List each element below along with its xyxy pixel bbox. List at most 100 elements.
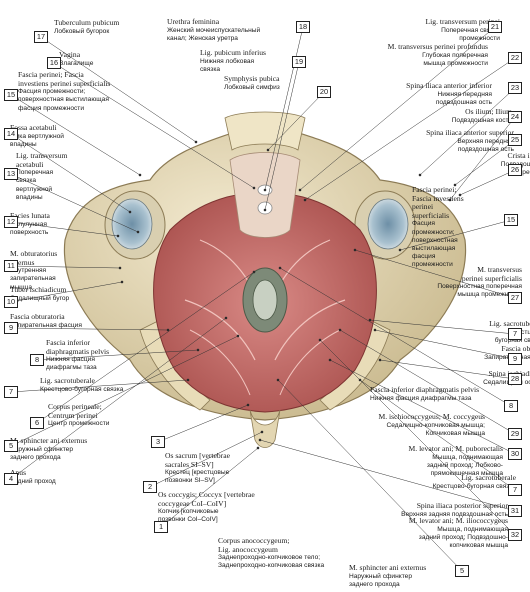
label-latin: sacrales SI–SV] [165, 459, 214, 469]
label-number-box: 6 [30, 417, 44, 429]
label-russian: Ямка вертлужной [10, 132, 64, 140]
label-russian: бугорная связка [494, 336, 530, 344]
label-latin: Spina iliaca anterior inferior [406, 81, 492, 90]
label-number-box: 5 [455, 565, 469, 577]
label-number-box: 15 [504, 214, 518, 226]
label-russian: подвздошная ость [457, 145, 514, 153]
leader-dot [318, 338, 322, 342]
label-latin: Fascia investiens [412, 193, 464, 203]
label-latin: perinei [412, 202, 434, 212]
label-russian: Копчиковая мышца [425, 429, 485, 437]
label-number-box: 31 [508, 505, 522, 517]
label-number-box: 4 [4, 473, 18, 485]
label-russian: поверхностная выстилающая [18, 96, 109, 104]
label-russian: позвонки SI–SV] [165, 477, 215, 485]
label-latin: M. obturatorius [10, 249, 58, 258]
label-russian: Крестцово-бугорная связка [40, 385, 124, 393]
leader-line [419, 87, 516, 176]
label-latin: Os coccygis; Coccyx [vertebrae [158, 490, 255, 499]
label-number-box: 5 [4, 440, 18, 452]
label-latin: Centrum perinei [48, 410, 98, 420]
leader-dot [224, 316, 228, 320]
label-number-box: 24 [508, 111, 522, 123]
label-number-box: 1 [154, 521, 168, 533]
label-number-box: 32 [508, 529, 522, 541]
label-russian: Нижняя фасция [46, 356, 95, 364]
label-number-box: 9 [508, 353, 522, 365]
label-russian: выстилающая [412, 244, 456, 252]
leader-line [354, 249, 516, 299]
leader-dot [118, 266, 122, 270]
leader-dot [263, 208, 267, 212]
label-latin: investiens perinei superficialis [18, 78, 111, 88]
label-number-box: 10 [4, 296, 18, 308]
label-russian: Нижняя лобковая [200, 57, 255, 65]
label-latin: perinei superficialis [461, 273, 522, 283]
label-russian: Лобковый бугорок [54, 27, 110, 35]
label-latin: Fascia inferior diaphragmatis pelvis [370, 385, 480, 394]
label-number-box: 13 [4, 168, 18, 180]
label-latin: Fascia obturatoria [10, 312, 65, 321]
label-russian: Заднепроходно-копчиковая связка [218, 562, 325, 570]
label-latin: Symphysis pubica [224, 74, 280, 83]
leader-line [359, 379, 516, 491]
label-number-box: 9 [4, 322, 18, 334]
label-russian: Фасция [412, 220, 436, 228]
label-russian: Внутренняя [10, 267, 47, 275]
leader-line [449, 116, 516, 201]
label-russian: Седалищно-копчиковая мышца; [386, 421, 485, 429]
label-latin: Lig. transversum perinei [425, 17, 500, 26]
label-latin: Fascia perinei; Fascia [18, 70, 84, 79]
label-number-box: 25 [508, 134, 522, 146]
leader-dot [418, 173, 422, 177]
leader-line [379, 359, 516, 380]
label-russian: впадины [16, 193, 43, 201]
label-russian: промежности [412, 261, 453, 269]
leader-line [339, 329, 516, 435]
label-number-box: 7 [508, 328, 522, 340]
leader-dot [398, 248, 402, 252]
label-latin: Tuber ischiadicum [10, 285, 67, 294]
label-russian: мышца промежности [457, 291, 522, 299]
label-latin: Facies lunata [10, 211, 50, 220]
label-russian: фасция [412, 253, 436, 261]
leader-line [36, 349, 199, 361]
label-latin: Fascia obturatoria [501, 344, 530, 353]
label-russian: Верхняя передняя [457, 137, 514, 145]
label-latin: M. transversus perinei profundus [387, 42, 488, 51]
label-latin: diaphragmatis pelvis [46, 346, 110, 356]
label-russian: Запирательная фасция [484, 354, 530, 362]
label-latin: coccygeae CoI–CoIV] [158, 498, 227, 508]
coccyx [249, 409, 281, 448]
label-number-box: 16 [47, 57, 61, 69]
label-number-box: 3 [151, 436, 165, 448]
leader-line [259, 439, 516, 512]
leader-dot [276, 378, 280, 382]
leader-dot [256, 446, 260, 450]
label-russian: задний проход; Лобково- [426, 461, 503, 469]
leader-line [304, 57, 516, 201]
label-russian: мышца [10, 283, 33, 291]
leader-dot [128, 210, 132, 214]
label-russian: запирательная [10, 275, 56, 283]
label-latin: M. levator ani; M. iliococcygeus [408, 516, 508, 525]
label-russian: Поверхностная поперечная [437, 283, 522, 291]
leader-dot [368, 318, 372, 322]
label-russian: вертлужной [16, 185, 53, 193]
leader-line [299, 26, 496, 191]
leader-dot [120, 280, 124, 284]
label-latin: Fossa acetabuli [10, 123, 57, 132]
label-russian: Заднепроходно-копчиковое тело; [218, 554, 321, 562]
leader-line [454, 139, 516, 186]
label-latin: Spina ischiadica [488, 369, 530, 378]
